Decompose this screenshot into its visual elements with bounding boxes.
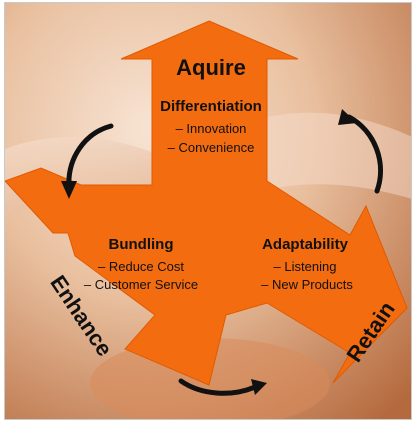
left-item-1: – Reduce Cost bbox=[98, 259, 184, 274]
cycle-arrow-shape bbox=[5, 20, 408, 386]
acquire-title: Aquire bbox=[176, 55, 246, 80]
right-item-2: – New Products bbox=[261, 277, 353, 292]
curved-arrow-bottom-icon bbox=[178, 378, 267, 396]
top-item-1: – Innovation bbox=[175, 121, 247, 136]
cycle-diagram bbox=[5, 3, 411, 419]
differentiation-heading: Differentiation bbox=[160, 98, 262, 115]
diagram-frame: Aquire Differentiation – Innovation – Co… bbox=[4, 2, 412, 420]
adaptability-heading: Adaptability bbox=[262, 236, 348, 253]
right-item-1: – Listening bbox=[273, 259, 337, 274]
curved-arrow-left-icon bbox=[61, 123, 114, 199]
curved-arrow-right-icon bbox=[338, 109, 383, 194]
top-item-2: – Convenience bbox=[167, 140, 255, 155]
bundling-heading: Bundling bbox=[108, 236, 174, 253]
left-item-2: – Customer Service bbox=[83, 277, 199, 292]
